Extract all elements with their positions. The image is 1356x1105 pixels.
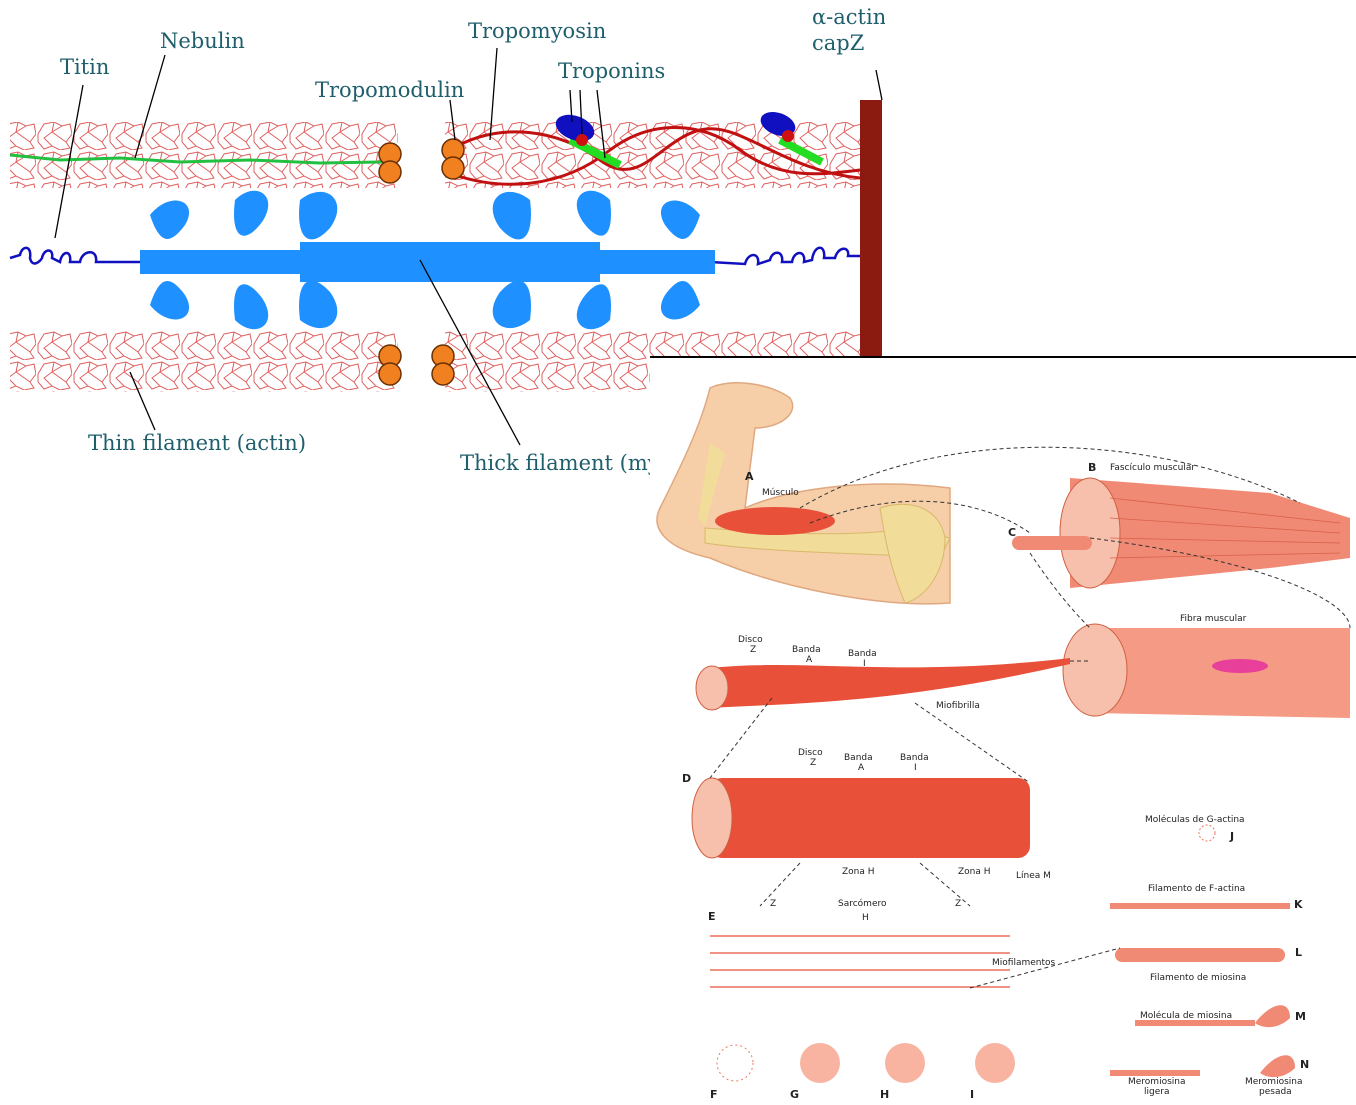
- letter-e: E: [708, 910, 716, 923]
- label-disco-z-1b: Z: [750, 645, 756, 655]
- label-zona-h-2: Zona H: [958, 867, 991, 877]
- label-meromiosina-pesada-1: Meromiosina: [1245, 1077, 1303, 1087]
- thin-filament-bottom-left: [10, 330, 398, 392]
- label-banda-i-2a: Banda: [900, 753, 929, 763]
- letter-l: L: [1295, 946, 1302, 959]
- label-banda-i-1a: Banda: [848, 649, 877, 659]
- label-alpha-actinin: α-actin: [812, 5, 885, 29]
- label-capz: capZ: [812, 31, 864, 55]
- label-miofibrilla: Miofibrilla: [936, 701, 980, 711]
- letter-n: N: [1300, 1058, 1309, 1071]
- label-sarcomero: Sarcómero: [838, 898, 887, 909]
- titin-left: [10, 248, 140, 264]
- letter-b: B: [1088, 461, 1096, 474]
- label-thick-filament: Thick filament (my: [460, 451, 660, 475]
- label-disco-z-1a: Disco: [738, 635, 763, 645]
- label-f-actina: Filamento de F-actina: [1148, 884, 1245, 894]
- label-thin-filament: Thin filament (actin): [88, 431, 306, 455]
- letter-a: A: [745, 470, 754, 483]
- label-banda-i-2b: I: [914, 763, 917, 773]
- thick-filament-myosin: [140, 191, 715, 329]
- z-disc: [860, 100, 882, 360]
- letter-m: M: [1295, 1010, 1306, 1023]
- muscle-structure-diagram: A Músculo B Fascículo muscular C Fibra m…: [650, 358, 1356, 1105]
- label-meromiosina-ligera-2: ligera: [1144, 1087, 1169, 1097]
- letter-d: D: [682, 772, 691, 785]
- label-banda-i-1b: I: [863, 659, 866, 669]
- letter-f: F: [710, 1088, 718, 1101]
- nucleus: [1212, 659, 1268, 673]
- myofibril-segment-illustration: [692, 778, 1030, 858]
- fascicle-illustration: [1060, 478, 1350, 588]
- label-banda-a-1b: A: [806, 655, 813, 665]
- single-fiber-illustration: [1012, 536, 1092, 550]
- molecular-illustrations: [1110, 825, 1295, 1077]
- label-meromiosina-ligera-1: Meromiosina: [1128, 1077, 1186, 1087]
- letter-j: J: [1229, 830, 1234, 843]
- label-disco-z-2b: Z: [810, 758, 816, 768]
- label-filamento-miosina: Filamento de miosina: [1150, 973, 1246, 983]
- label-h-top: H: [862, 913, 869, 923]
- letter-c: C: [1008, 526, 1016, 539]
- label-miofilamentos: Miofilamentos: [992, 958, 1056, 968]
- label-musculo: Músculo: [762, 488, 799, 498]
- letter-g: G: [790, 1088, 799, 1101]
- letter-h-bottom: H: [880, 1088, 889, 1101]
- label-titin: Titin: [60, 55, 109, 79]
- label-z-left: Z: [770, 899, 776, 909]
- label-banda-a-2b: A: [858, 763, 865, 773]
- label-nebulin: Nebulin: [160, 29, 245, 53]
- myofibril-illustration: [696, 658, 1070, 710]
- titin-right: [710, 248, 860, 264]
- label-disco-z-2a: Disco: [798, 748, 823, 758]
- label-meromiosina-pesada-2: pesada: [1259, 1087, 1292, 1097]
- biceps-muscle: [715, 507, 835, 535]
- label-banda-a-1a: Banda: [792, 645, 821, 655]
- label-troponins: Troponins: [558, 59, 665, 83]
- label-zona-h-1: Zona H: [842, 867, 875, 877]
- label-z-right: Z: [955, 899, 961, 909]
- label-tropomyosin: Tropomyosin: [468, 19, 606, 43]
- label-linea-m: Línea M: [1016, 871, 1051, 881]
- label-banda-a-2a: Banda: [844, 753, 873, 763]
- letter-k: K: [1294, 898, 1303, 911]
- label-fibra: Fibra muscular: [1180, 614, 1247, 624]
- arm-illustration: [657, 383, 950, 604]
- muscle-fiber-illustration: [1063, 624, 1350, 718]
- label-g-actina: Moléculas de G-actina: [1145, 814, 1245, 825]
- label-fasciculo: Fascículo muscular: [1110, 463, 1195, 473]
- thin-filament-top-left: [10, 122, 398, 188]
- cross-sections: [717, 1043, 1015, 1083]
- sarcomere-illustration: [710, 936, 1010, 987]
- label-molecula-miosina: Molécula de miosina: [1140, 1010, 1232, 1021]
- label-tropomodulin: Tropomodulin: [315, 78, 464, 102]
- letter-i: I: [970, 1088, 974, 1101]
